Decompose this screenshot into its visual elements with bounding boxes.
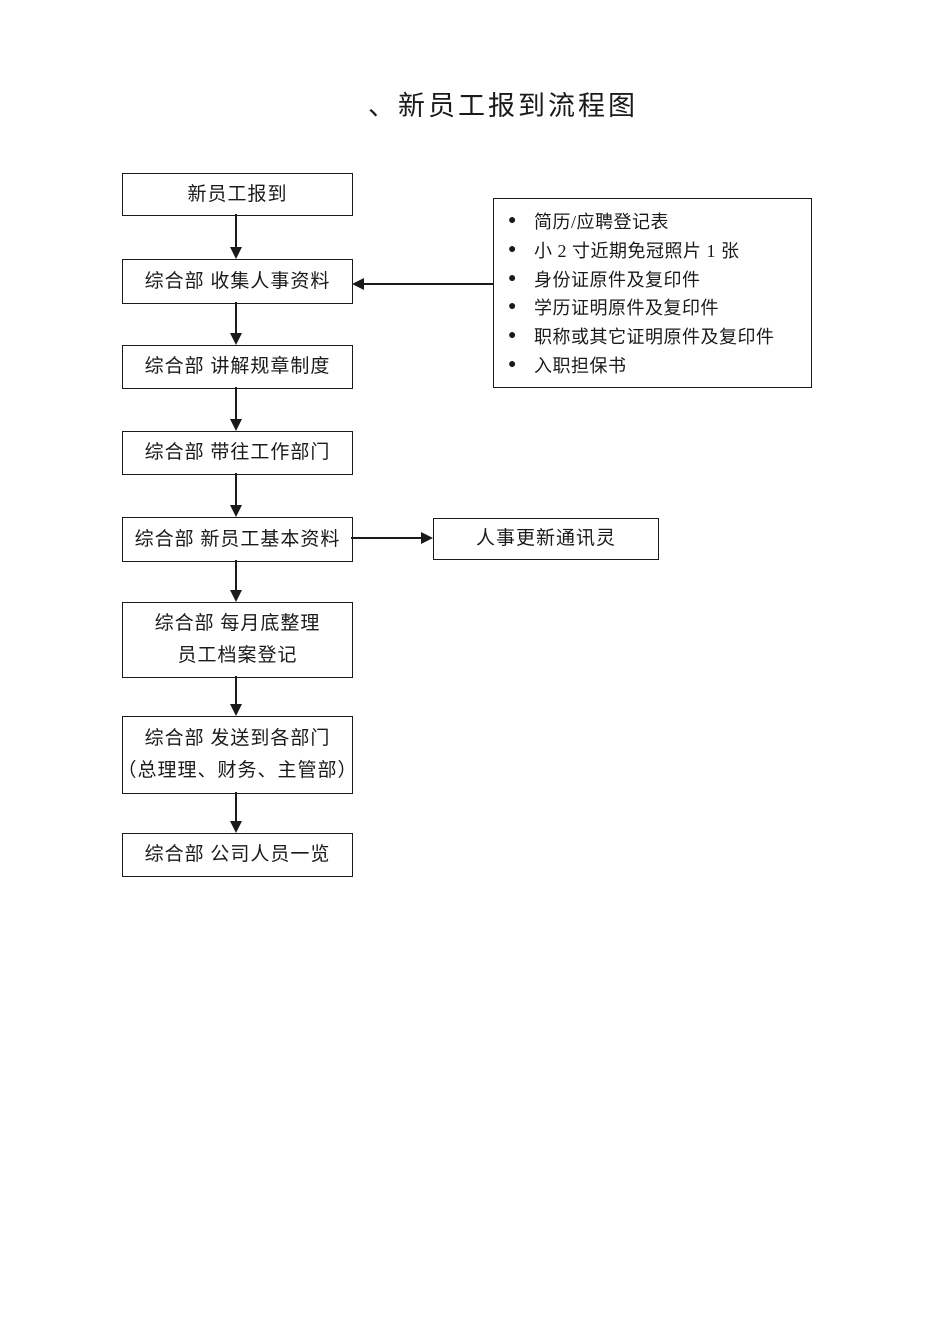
flow-step-label: 综合部 带往工作部门 <box>144 442 331 463</box>
bullet-icon: ● <box>508 212 517 228</box>
flow-step-label: 综合部 发送到各部门 <box>144 728 331 749</box>
bullet-icon: ● <box>508 241 517 257</box>
arrow-down-1 <box>229 214 242 259</box>
arrow-down-3 <box>229 387 242 431</box>
arrow-down-6 <box>229 676 242 716</box>
requirement-item: ● 小 2 寸近期免冠照片 1 张 <box>508 237 805 263</box>
bullet-icon: ● <box>508 328 517 344</box>
flow-step-label: 综合部 每月底整理 <box>154 613 321 634</box>
flow-step-personnel-overview: 综合部 公司人员一览 <box>122 833 353 877</box>
arrow-down-7 <box>229 792 242 833</box>
flow-step-bring-to-department: 综合部 带往工作部门 <box>122 431 353 475</box>
requirement-text: 入职担保书 <box>533 356 627 377</box>
requirement-text: 身份证原件及复印件 <box>533 269 701 290</box>
flow-step-send-to-departments: 综合部 发送到各部门 （总理理、财务、主管部） <box>118 716 357 794</box>
side-box-update-contacts: 人事更新通讯灵 <box>433 518 659 560</box>
side-box-label: 人事更新通讯灵 <box>475 528 616 549</box>
requirement-text: 学历证明原件及复印件 <box>533 298 719 319</box>
requirement-text: 职称或其它证明原件及复印件 <box>533 327 775 348</box>
flow-step-basic-info: 综合部 新员工基本资料 <box>122 517 353 562</box>
arrow-down-2 <box>229 302 242 345</box>
flow-step-label: 综合部 公司人员一览 <box>144 844 331 865</box>
flow-step-label-line2: （总理理、财务、主管部） <box>117 760 358 781</box>
flow-step-label: 综合部 收集人事资料 <box>144 270 331 292</box>
flow-step-new-employee-report: 新员工报到 <box>122 173 353 216</box>
arrow-right-to-update-contacts <box>351 531 433 544</box>
requirement-item: ● 简历/应聘登记表 <box>508 208 805 234</box>
requirement-text: 小 2 寸近期免冠照片 1 张 <box>533 240 740 261</box>
arrow-left-requirements-to-collect <box>352 277 493 290</box>
flow-step-monthly-archive: 综合部 每月底整理 员工档案登记 <box>122 602 353 678</box>
flow-step-collect-hr-materials: 综合部 收集人事资料 <box>122 259 353 304</box>
requirement-item: ● 学历证明原件及复印件 <box>508 294 805 320</box>
flow-step-explain-rules: 综合部 讲解规章制度 <box>122 345 353 389</box>
flow-step-label: 新员工报到 <box>187 183 288 205</box>
flow-step-label: 综合部 讲解规章制度 <box>144 356 331 377</box>
page-title: 、新员工报到流程图 <box>368 91 638 121</box>
requirement-item: ● 职称或其它证明原件及复印件 <box>508 323 805 349</box>
flow-step-label-line2: 员工档案登记 <box>177 645 298 666</box>
bullet-icon: ● <box>508 270 517 286</box>
arrow-down-4 <box>229 473 242 517</box>
arrow-down-5 <box>229 560 242 602</box>
bullet-icon: ● <box>508 357 517 373</box>
requirement-text: 简历/应聘登记表 <box>533 211 669 232</box>
bullet-icon: ● <box>508 299 517 315</box>
flow-step-label: 综合部 新员工基本资料 <box>134 528 341 550</box>
requirements-note-box: ● 简历/应聘登记表 ● 小 2 寸近期免冠照片 1 张 ● 身份证原件及复印件… <box>493 198 812 388</box>
requirement-item: ● 身份证原件及复印件 <box>508 266 805 292</box>
requirement-item: ● 入职担保书 <box>508 352 805 378</box>
